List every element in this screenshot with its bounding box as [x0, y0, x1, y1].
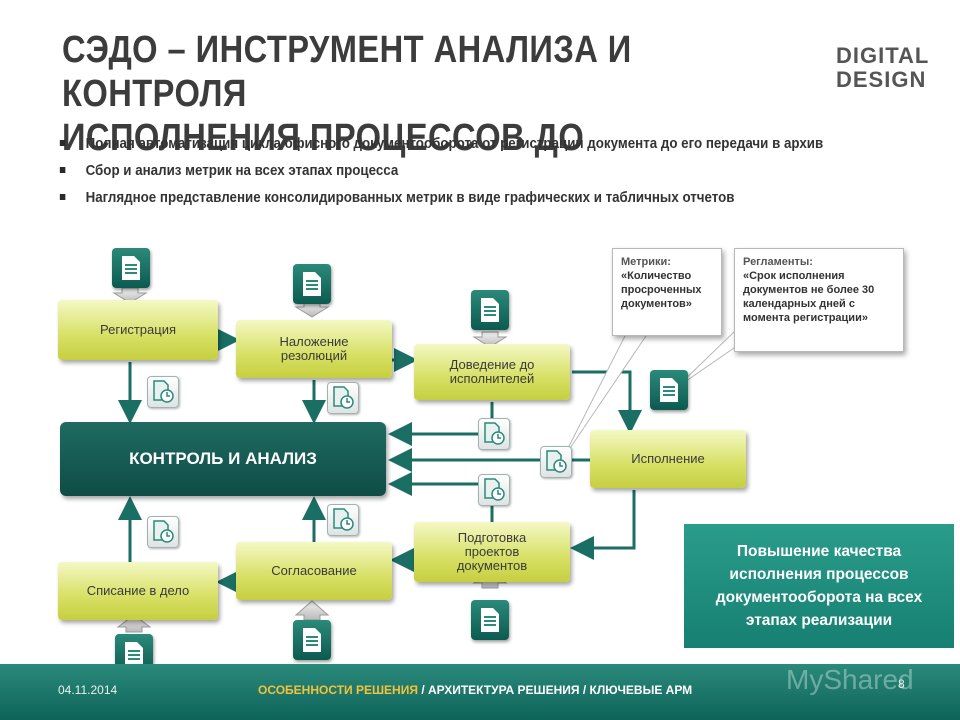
stage-preparation-label: Подготовка проектов документов — [456, 530, 528, 573]
regulations-callout-heading: Регламенты: — [743, 256, 813, 268]
regulations-callout: Регламенты: «Срок исполнения документов … — [734, 248, 904, 352]
metrics-callout-heading: Метрики: — [621, 256, 671, 268]
document-clock-icon — [540, 446, 572, 478]
quality-banner-text: Повышение качества исполнения процессов … — [715, 543, 923, 629]
document-clock-icon — [147, 376, 179, 408]
document-clock-icon — [327, 382, 359, 414]
stage-preparation: Подготовка проектов документов — [414, 522, 570, 582]
document-icon — [293, 620, 331, 660]
footer-nav-active[interactable]: ОСОБЕННОСТИ РЕШЕНИЯ — [258, 683, 418, 697]
bullet-item: Полная автоматизация цикла офисного доку… — [58, 134, 849, 154]
document-icon — [650, 370, 688, 410]
control-label: КОНТРОЛЬ И АНАЛИЗ — [129, 449, 317, 468]
control-and-analysis: КОНТРОЛЬ И АНАЛИЗ — [60, 422, 386, 496]
watermark-logo: MyShared — [786, 664, 914, 695]
stage-registration: Регистрация — [58, 300, 218, 360]
bullet-item: Наглядное представление консолидированны… — [58, 188, 849, 208]
logo-line-1: DIGITAL — [836, 43, 930, 68]
document-icon — [471, 600, 509, 640]
digital-design-logo: DIGITAL DESIGN — [836, 44, 936, 94]
footer-bar — [0, 664, 960, 720]
stage-delivery: Доведение до исполнителей — [414, 344, 570, 400]
stage-registration-label: Регистрация — [100, 322, 176, 337]
document-icon — [112, 248, 150, 288]
stage-archive-label: Списание в дело — [86, 583, 190, 598]
stage-delivery-label: Доведение до исполнителей — [449, 357, 535, 386]
logo-line-2: DESIGN — [836, 67, 927, 92]
page-number: 8 — [898, 677, 905, 691]
footer-date: 04.11.2014 — [58, 683, 118, 697]
document-icon — [471, 290, 509, 330]
footer-nav-rest[interactable]: / АРХИТЕКТУРА РЕШЕНИЯ / КЛЮЧЕВЫЕ АРМ — [417, 683, 693, 697]
document-clock-icon — [478, 418, 510, 450]
stage-execution: Исполнение — [590, 430, 746, 488]
stage-archive: Списание в дело — [58, 562, 218, 620]
bullet-item: Сбор и анализ метрик на всех этапах проц… — [58, 161, 849, 181]
stage-execution-label: Исполнение — [631, 451, 705, 466]
title-line-2: ИСПОЛНЕНИЯ ПРОЦЕССОВ ДО — [62, 117, 585, 159]
stage-approval-label: Согласование — [271, 563, 357, 578]
document-icon — [293, 264, 331, 304]
bullet-list: Полная автоматизация цикла офисного доку… — [58, 134, 918, 215]
quality-banner: Повышение качества исполнения процессов … — [684, 524, 954, 648]
stage-approval: Согласование — [236, 542, 392, 600]
document-clock-icon — [147, 516, 179, 548]
document-clock-icon — [327, 504, 359, 536]
metrics-callout-text: «Количество просроченных документов» — [621, 270, 702, 310]
metrics-callout: Метрики: «Количество просроченных докуме… — [612, 248, 722, 336]
slide-title: СЭДО – ИНСТРУМЕНТ АНАЛИЗА И КОНТРОЛЯ ИСП… — [62, 28, 681, 160]
regulations-callout-text: «Срок исполнения документов не более 30 … — [743, 270, 875, 324]
footer-navigation: ОСОБЕННОСТИ РЕШЕНИЯ / АРХИТЕКТУРА РЕШЕНИ… — [258, 683, 692, 697]
stage-resolutions-label: Наложение резолюций — [279, 334, 349, 363]
stage-resolutions: Наложение резолюций — [236, 320, 392, 378]
document-clock-icon — [478, 474, 510, 506]
title-line-1: СЭДО – ИНСТРУМЕНТ АНАЛИЗА И КОНТРОЛЯ — [62, 29, 632, 115]
